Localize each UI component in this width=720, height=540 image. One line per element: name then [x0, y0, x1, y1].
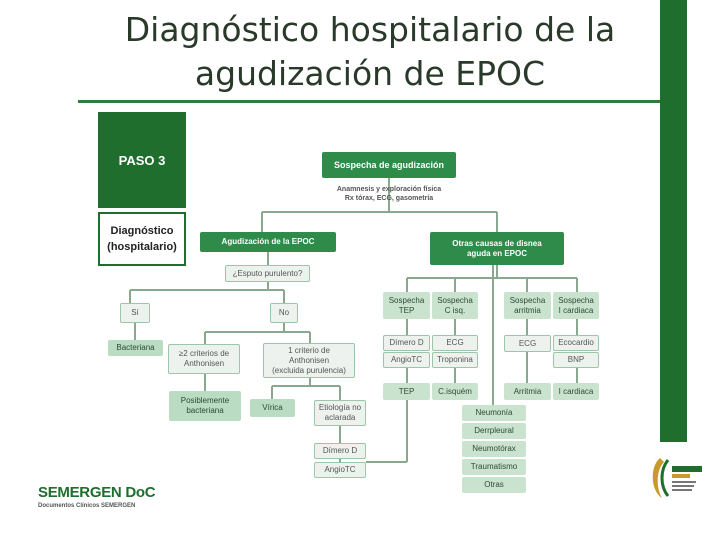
etiologia-line-1: Etiología no — [318, 403, 362, 412]
sospecha-cisq-line-1: Sospecha — [437, 295, 473, 305]
un-criterio-node: 1 criterio de Anthonisen (excluida purul… — [263, 343, 355, 378]
dimero-d-right-node: Dímero D — [383, 335, 430, 351]
si-node: Sí — [120, 303, 150, 323]
cisquem-node: C.isquém — [432, 383, 478, 400]
sospecha-arritmia-line-2: arritmia — [514, 305, 541, 315]
otras-causas-line-2: aguda en EPOC — [466, 248, 527, 258]
posiblemente-line-1: Posiblemente — [180, 396, 230, 405]
otras-causas-line-1: Otras causas de disnea — [452, 238, 542, 248]
traumatismo-node: Traumatismo — [462, 459, 526, 475]
diagnostico-line-2: (hospitalario) — [107, 241, 177, 253]
right-accent-bar — [660, 0, 687, 442]
sospecha-cisq-node: Sospecha C isq. — [432, 292, 478, 319]
angiotc-left-node: AngioTC — [314, 462, 366, 478]
neumotorax-node: Neumotórax — [462, 441, 526, 457]
anamnesis-text: Anamnesis y exploración física — [336, 186, 442, 193]
icardiaca-node: I cardiaca — [553, 383, 599, 400]
paso-label: PASO 3 — [98, 112, 186, 208]
un-criterio-line-2: Anthonisen — [288, 355, 330, 365]
semergen-ap-seal-icon — [652, 458, 702, 498]
virica-node: Vírica — [250, 399, 295, 417]
title-underline — [78, 100, 660, 103]
etiologia-line-2: aclarada — [324, 413, 356, 422]
diagnostico-line-1: Diagnóstico — [110, 225, 174, 237]
bnp-node: BNP — [553, 352, 599, 368]
tep-node: TEP — [383, 383, 430, 400]
rx-text: Rx tórax, ECG, gasometría — [344, 195, 434, 202]
sospecha-tep-node: Sospecha TEP — [383, 292, 430, 319]
title-line-2: agudización de EPOC — [194, 54, 546, 93]
dimero-d-left-node: Dímero D — [314, 443, 366, 459]
etiologia-node: Etiología no aclarada — [314, 400, 366, 426]
sospecha-icardiaca-node: Sospecha I cardiaca — [553, 292, 599, 319]
derrame-pleural-node: Derrpleural — [462, 423, 526, 439]
un-criterio-line-1: 1 criterio de — [288, 345, 330, 355]
semergen-doc-logo-text: SEMERGEN DoC — [38, 484, 156, 501]
diagnostico-label: Diagnóstico (hospitalario) — [98, 212, 186, 266]
arritmia-node: Arritmia — [504, 383, 551, 400]
sospecha-tep-line-2: TEP — [398, 305, 415, 315]
ecg-arritmia-node: ECG — [504, 335, 551, 352]
agudizacion-epoc-node: Agudización de la EPOC — [200, 232, 336, 252]
posiblemente-bacteriana-node: Posiblemente bacteriana — [169, 391, 241, 421]
page-title: Diagnóstico hospitalario de la agudizaci… — [100, 8, 640, 96]
otras-causas-node: Otras causas de disnea aguda en EPOC — [430, 232, 564, 265]
sospecha-icardiaca-line-2: I cardiaca — [558, 305, 594, 315]
angiotc-right-node: AngioTC — [383, 352, 430, 368]
sospecha-arritmia-line-1: Sospecha — [509, 295, 546, 305]
sospecha-arritmia-node: Sospecha arritmia — [504, 292, 551, 319]
ecg-cisq-node: ECG — [432, 335, 478, 351]
sospecha-icardiaca-line-1: Sospecha — [558, 295, 594, 305]
criterios-line-2: Anthonisen — [183, 359, 225, 368]
title-line-1: Diagnóstico hospitalario de la — [124, 10, 616, 49]
sospecha-cisq-line-2: C isq. — [444, 305, 466, 315]
neumonia-node: Neumonía — [462, 405, 526, 421]
esputo-purulento-node: ¿Esputo purulento? — [225, 265, 310, 282]
un-criterio-line-3: (excluida purulencia) — [272, 365, 346, 375]
posiblemente-line-2: bacteriana — [186, 406, 224, 415]
no-node: No — [270, 303, 298, 323]
sospecha-tep-line-1: Sospecha — [388, 295, 425, 305]
semergen-doc-logo: SEMERGEN DoC Documentos Clínicos SEMERGE… — [38, 484, 156, 509]
semergen-doc-logo-subtitle: Documentos Clínicos SEMERGEN — [38, 503, 136, 509]
otras-node: Otras — [462, 477, 526, 493]
troponina-node: Troponina — [432, 352, 478, 368]
criterios-line-1: ≥2 criterios de — [178, 349, 230, 358]
criterios-anthonisen-node: ≥2 criterios de Anthonisen — [168, 344, 240, 374]
bacteriana-node: Bacteriana — [108, 340, 163, 356]
ecocardio-node: Ecocardio — [553, 335, 599, 351]
sospecha-agudizacion-node: Sospecha de agudización — [322, 152, 456, 178]
